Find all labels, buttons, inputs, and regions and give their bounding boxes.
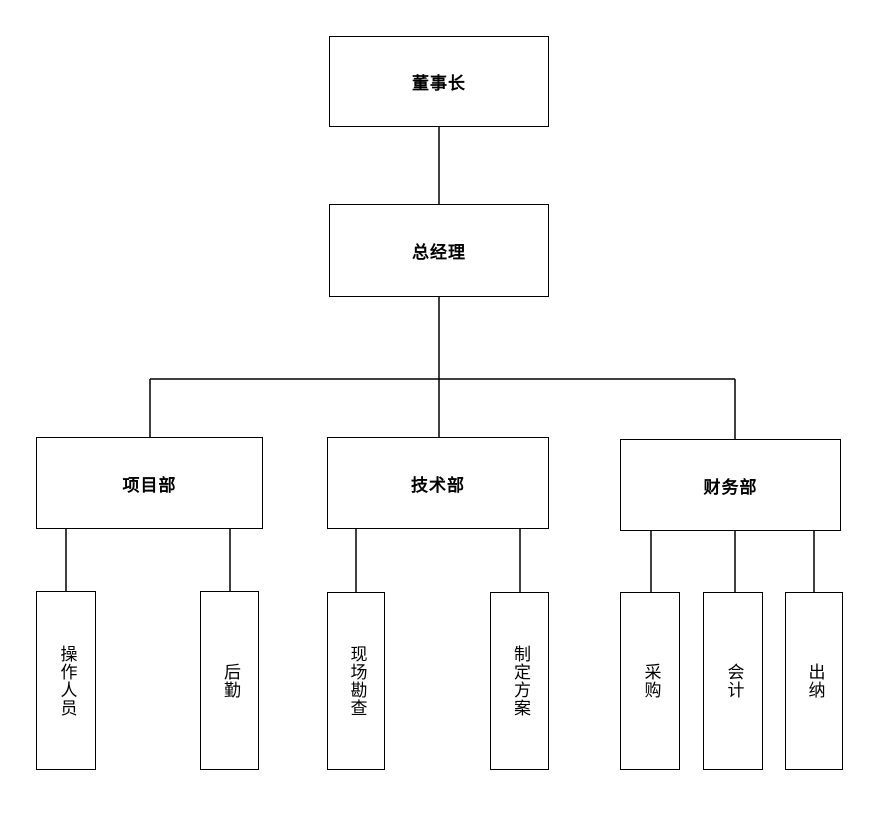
chairman-box: 董事长 xyxy=(329,36,549,127)
cashier-box: 出纳 xyxy=(785,592,843,770)
operators-label: 操作人员 xyxy=(56,644,77,717)
general-manager-box: 总经理 xyxy=(329,204,549,297)
project-dept-box: 项目部 xyxy=(36,437,263,529)
tech-dept-label: 技术部 xyxy=(411,475,465,496)
logistics-box: 后勤 xyxy=(200,591,259,770)
purchasing-box: 采购 xyxy=(620,592,680,770)
logistics-label: 后勤 xyxy=(220,662,240,699)
site-survey-label: 现场勘查 xyxy=(346,645,367,717)
site-survey-box: 现场勘查 xyxy=(327,592,385,770)
plan-making-label: 制定方案 xyxy=(510,645,530,717)
purchasing-label: 采购 xyxy=(640,663,661,699)
accounting-box: 会计 xyxy=(703,592,763,770)
operators-box: 操作人员 xyxy=(36,591,96,770)
cashier-label: 出纳 xyxy=(804,663,825,699)
plan-making-box: 制定方案 xyxy=(490,592,549,770)
project-dept-label: 项目部 xyxy=(122,475,177,496)
tech-dept-box: 技术部 xyxy=(327,437,549,529)
chairman-label: 董事长 xyxy=(412,74,466,94)
general-manager-label: 总经理 xyxy=(412,243,466,263)
finance-dept-box: 财务部 xyxy=(620,439,841,531)
accounting-label: 会计 xyxy=(723,663,744,699)
finance-dept-label: 财务部 xyxy=(703,477,758,498)
